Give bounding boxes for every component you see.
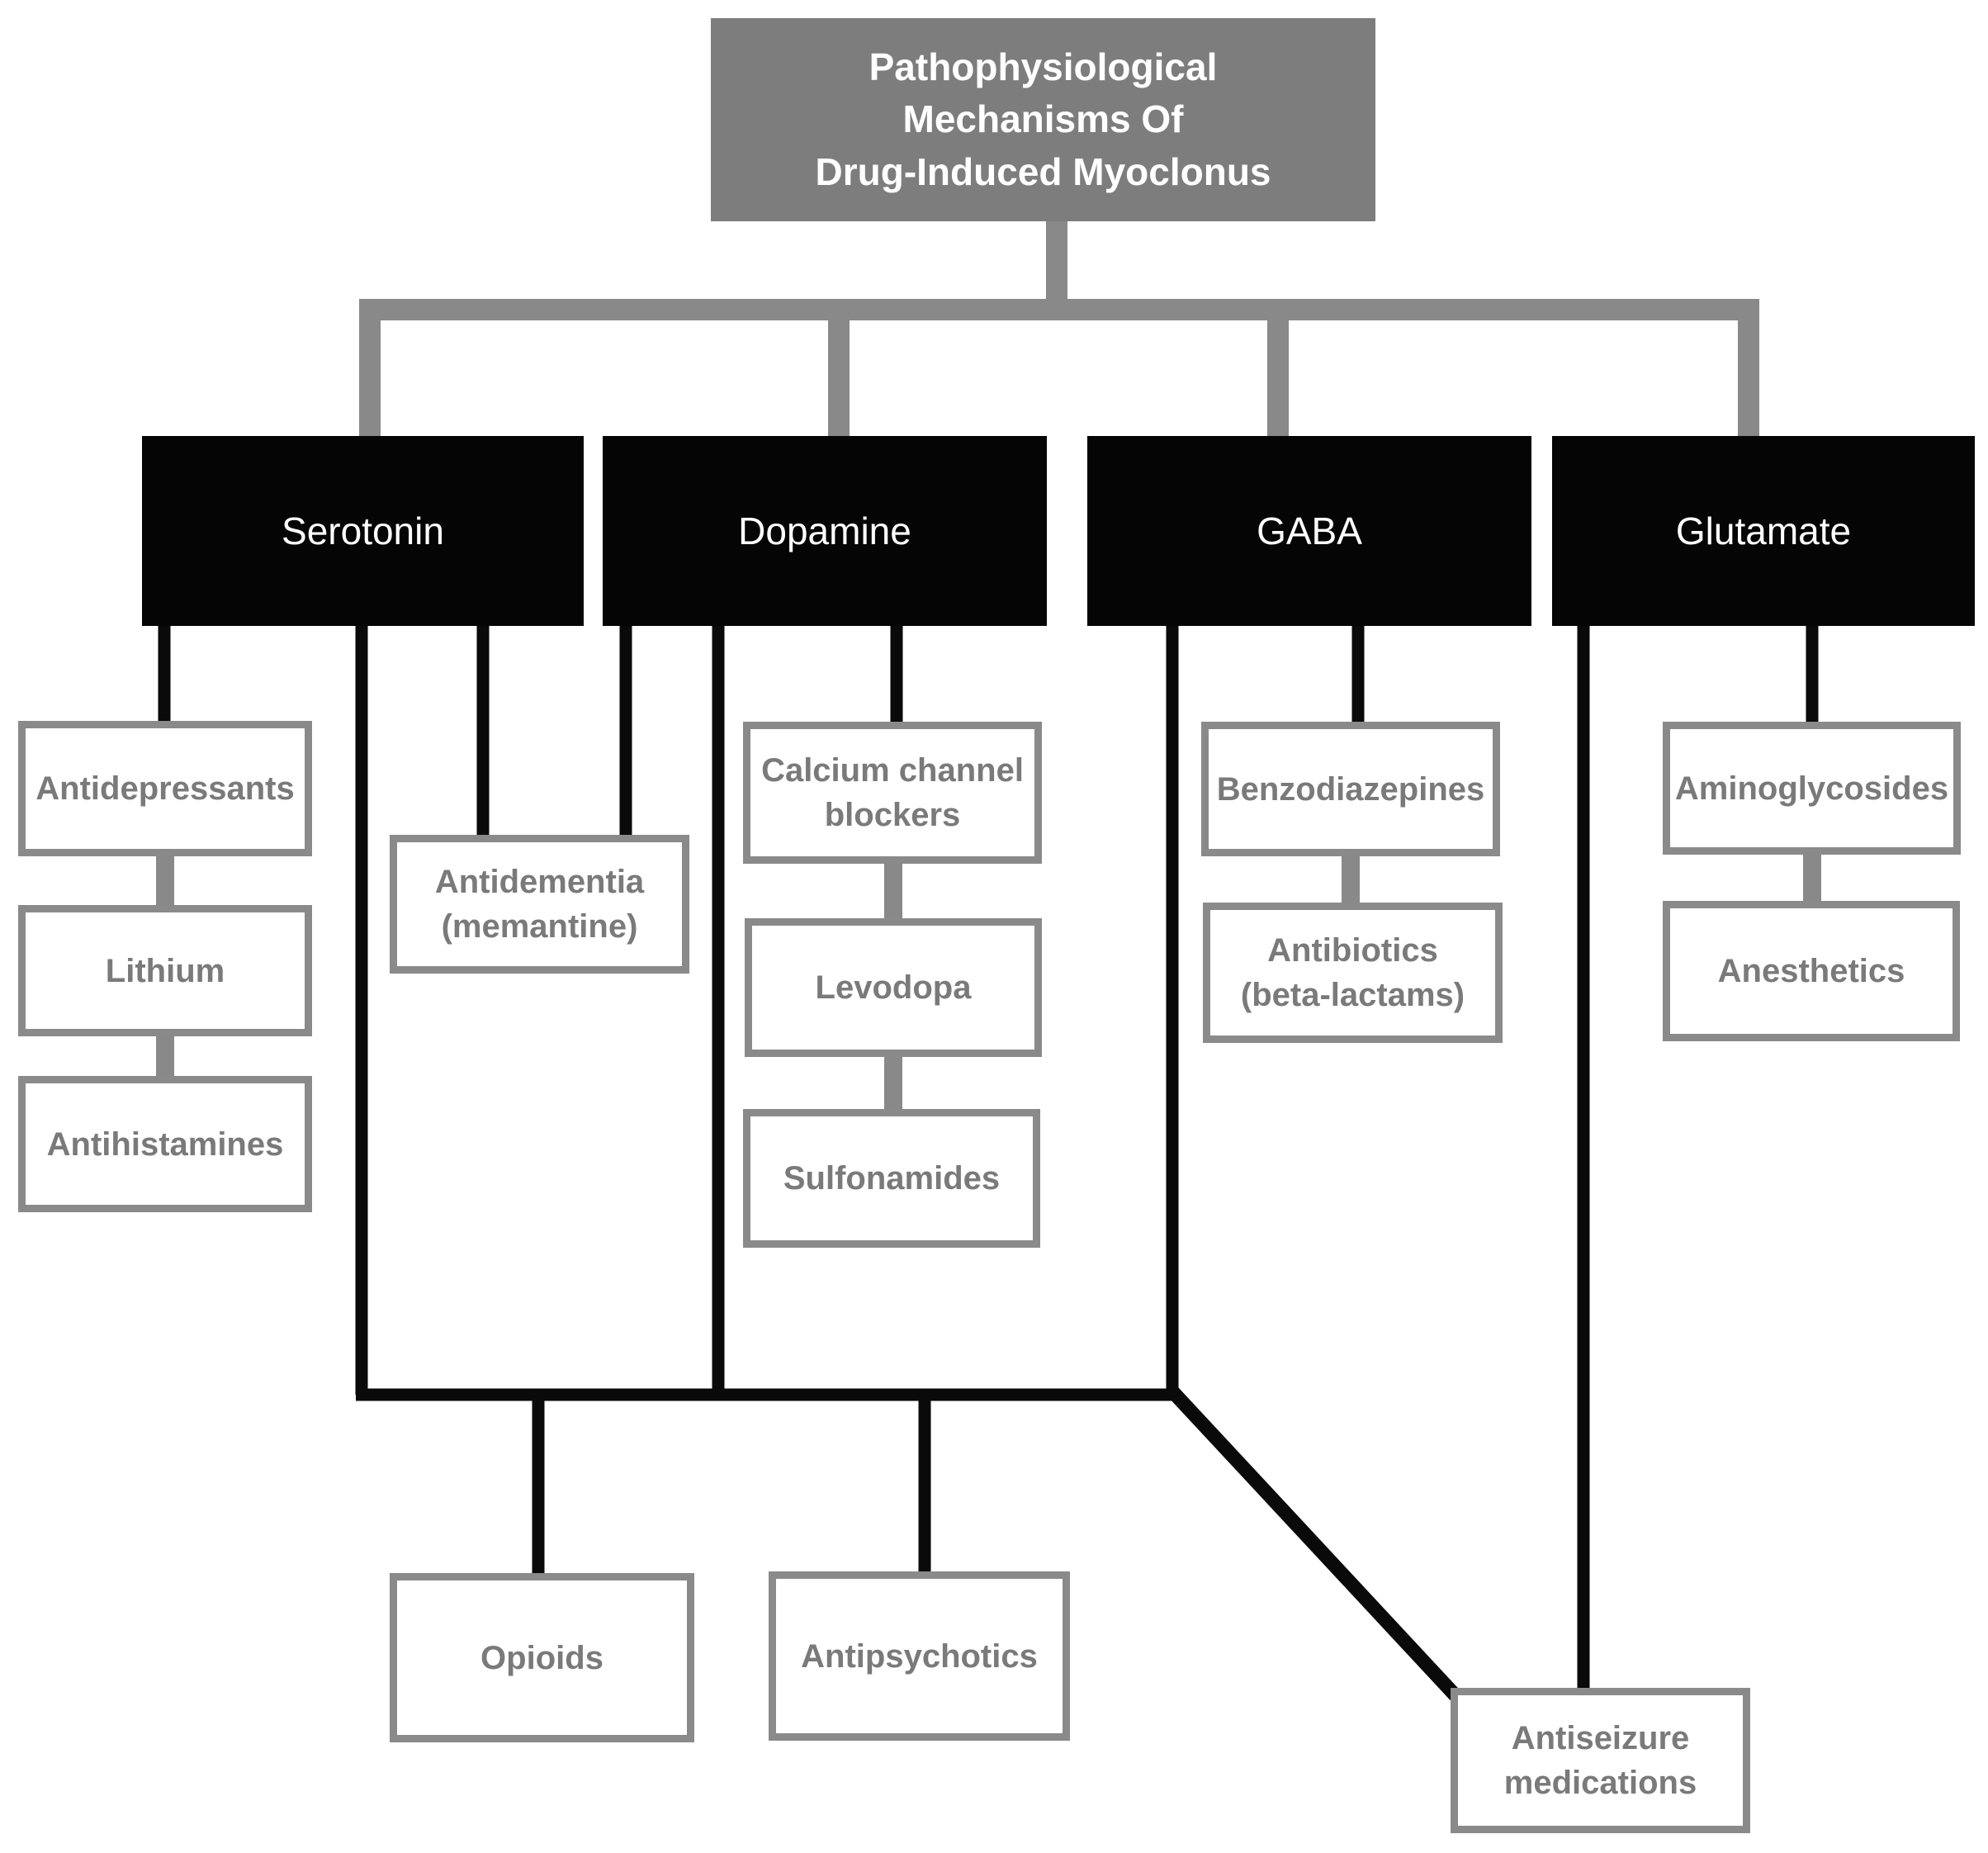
node-gaba: GABA bbox=[1087, 436, 1531, 626]
node-opioids: Opioids bbox=[390, 1573, 694, 1742]
node-aminoglycosides-label: Aminoglycosides bbox=[1674, 770, 1949, 807]
node-aminoglycosides: Aminoglycosides bbox=[1663, 722, 1961, 855]
node-glutamate-label: Glutamate bbox=[1675, 509, 1852, 552]
node-levodopa: Levodopa bbox=[745, 918, 1042, 1057]
node-antidepressants: Antidepressants bbox=[18, 721, 312, 856]
node-antibiotics: Antibiotics (beta-lactams) bbox=[1203, 903, 1503, 1043]
node-anesthetics-label: Anesthetics bbox=[1717, 953, 1905, 989]
node-sulfonamides-label: Sulfonamides bbox=[783, 1160, 1001, 1197]
node-antiseizure: Antiseizure medications bbox=[1451, 1688, 1750, 1833]
node-antihistamines-label: Antihistamines bbox=[46, 1126, 284, 1163]
node-antibiotics-label: Antibiotics (beta-lactams) bbox=[1240, 932, 1465, 1013]
node-antihistamines: Antihistamines bbox=[18, 1076, 312, 1212]
node-dopamine: Dopamine bbox=[603, 436, 1047, 626]
node-sulfonamides: Sulfonamides bbox=[743, 1109, 1040, 1248]
node-lithium: Lithium bbox=[18, 905, 312, 1036]
node-serotonin: Serotonin bbox=[142, 436, 584, 626]
node-antiseizure-label: Antiseizure medications bbox=[1503, 1720, 1697, 1801]
node-calcium-channel-blockers: Calcium channel blockers bbox=[743, 722, 1042, 864]
node-glutamate: Glutamate bbox=[1552, 436, 1975, 626]
node-levodopa-label: Levodopa bbox=[815, 969, 972, 1006]
node-antidementia: Antidementia (memantine) bbox=[390, 835, 689, 974]
node-serotonin-label: Serotonin bbox=[282, 509, 444, 552]
node-lithium-label: Lithium bbox=[105, 952, 225, 989]
node-antipsychotics: Antipsychotics bbox=[769, 1571, 1070, 1741]
edge-junction-antiseizure bbox=[1163, 1382, 1461, 1701]
node-benzodiazepines-label: Benzodiazepines bbox=[1216, 770, 1485, 808]
node-calcium-channel-blockers-label: Calcium channel blockers bbox=[761, 752, 1024, 833]
node-title-label: Pathophysiological Mechanisms Of Drug-In… bbox=[815, 45, 1271, 193]
node-dopamine-label: Dopamine bbox=[738, 509, 911, 552]
node-antidementia-label: Antidementia (memantine) bbox=[434, 864, 645, 945]
node-gaba-label: GABA bbox=[1257, 509, 1362, 552]
node-opioids-label: Opioids bbox=[480, 1639, 604, 1676]
node-anesthetics: Anesthetics bbox=[1663, 901, 1960, 1041]
node-antipsychotics-label: Antipsychotics bbox=[801, 1637, 1038, 1675]
node-title: Pathophysiological Mechanisms Of Drug-In… bbox=[711, 18, 1375, 221]
node-benzodiazepines: Benzodiazepines bbox=[1201, 722, 1500, 856]
node-antidepressants-label: Antidepressants bbox=[36, 770, 295, 807]
